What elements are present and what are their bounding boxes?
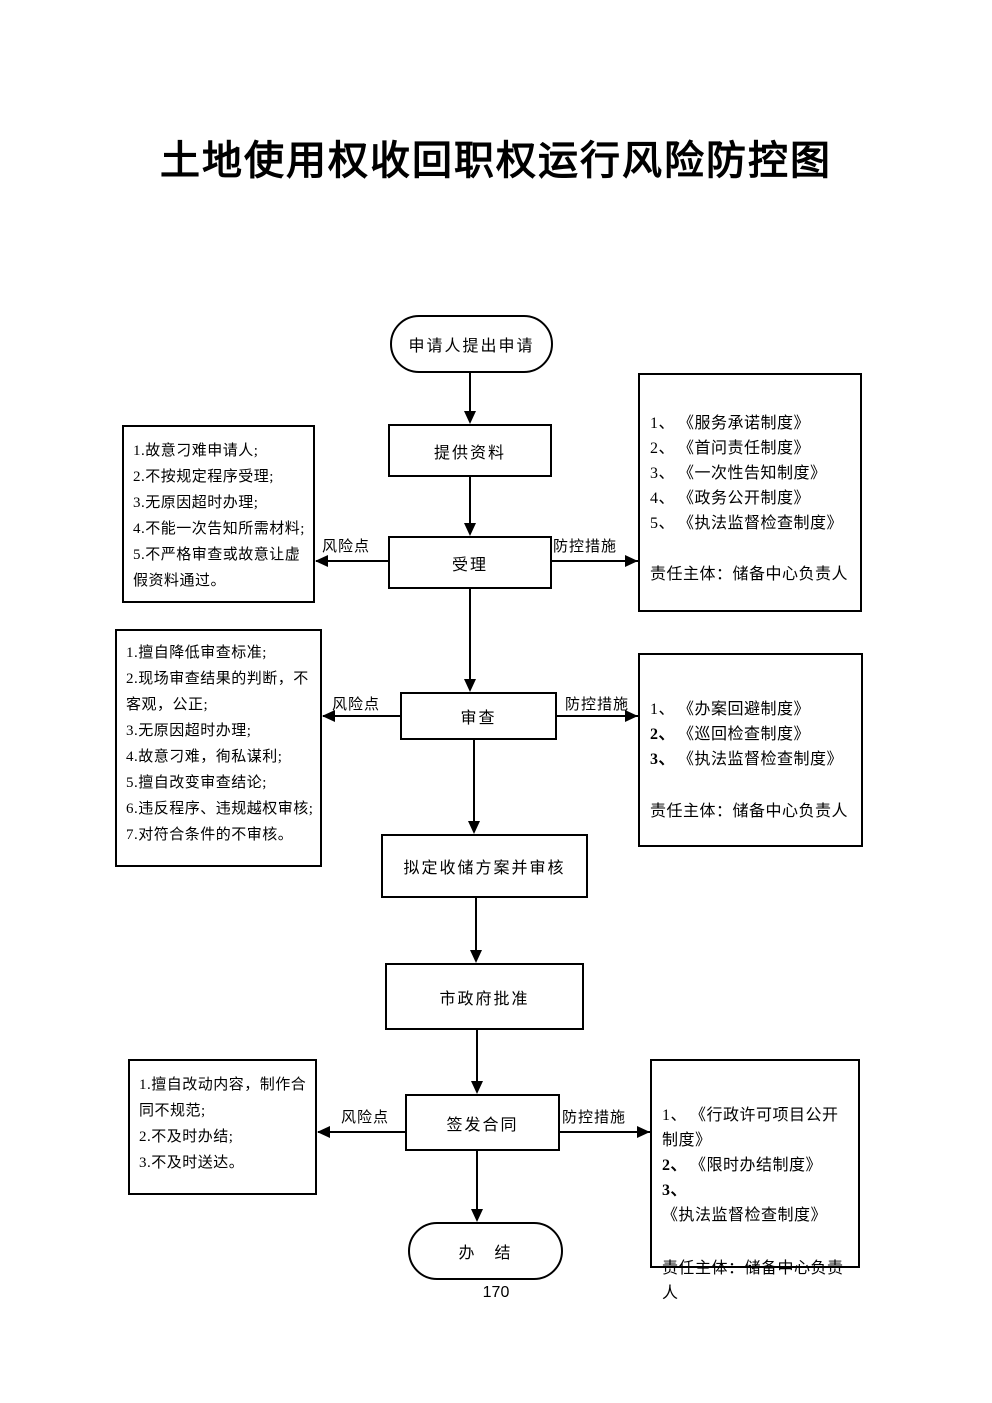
- risk-item: 4.不能一次告知所需材料;: [133, 521, 305, 537]
- arrow-start-to-provide: [469, 373, 471, 418]
- risk-item: 2.现场审查结果的判断，不客观，公正;: [126, 671, 309, 713]
- page-title: 土地使用权收回职权运行风险防控图: [160, 138, 832, 183]
- risk-item: 1.擅自改动内容，制作合同不规范;: [139, 1077, 307, 1119]
- control-item: 1、《办案回避制度》: [650, 701, 811, 718]
- arrow-review-to-plan: [473, 740, 475, 828]
- control-item: 2、《巡回检查制度》: [650, 726, 811, 743]
- control-item: 2、《首问责任制度》: [650, 440, 811, 457]
- arrow-sign-to-end: [476, 1151, 478, 1216]
- control-box-review: 1、《办案回避制度》 2、《巡回检查制度》 3、《执法监督检查制度》 责任主体：…: [638, 653, 863, 847]
- control-item: 1、《服务承诺制度》: [650, 415, 811, 432]
- flow-node-draft-storage-plan: 拟定收储方案并审核: [381, 834, 588, 898]
- flow-node-acceptance: 受理: [388, 536, 552, 589]
- arrow-plan-to-approve: [475, 898, 477, 957]
- arrow-review-to-control: [557, 715, 638, 717]
- control-item: 3、《执法监督检查制度》: [650, 751, 844, 768]
- arrowhead-left-icon: [322, 710, 335, 722]
- label-risk-point: 风险点: [341, 1110, 390, 1126]
- arrowhead-right-icon: [625, 710, 638, 722]
- risk-item: 4.故意刁难，徇私谋利;: [126, 749, 283, 765]
- arrowhead-down-icon: [471, 1081, 483, 1094]
- risk-item: 6.违反程序、违规越权审核;: [126, 801, 314, 817]
- risk-box-review: 1.擅自降低审查标准; 2.现场审查结果的判断，不客观，公正; 3.无原因超时办…: [115, 629, 322, 867]
- arrowhead-down-icon: [468, 821, 480, 834]
- arrow-accept-to-risk: [316, 560, 388, 562]
- arrow-approve-to-sign: [476, 1030, 478, 1088]
- risk-item: 2.不按规定程序受理;: [133, 469, 274, 485]
- risk-item: 1.故意刁难申请人;: [133, 443, 259, 459]
- responsible-party: 责任主体：储备中心负责人: [650, 803, 849, 820]
- flow-node-provide-materials: 提供资料: [388, 424, 552, 477]
- control-box-sign-contract: 1、《行政许可项目公开制度》 2、《限时办结制度》 3、《执法监督检查制度》 责…: [650, 1059, 860, 1302]
- risk-item: 3.无原因超时办理;: [133, 495, 259, 511]
- arrowhead-left-icon: [315, 555, 328, 567]
- label-control-measures: 防控措施: [565, 697, 630, 713]
- flow-node-sign-contract: 签发合同: [405, 1094, 560, 1151]
- arrow-provide-to-accept: [469, 477, 471, 530]
- risk-box-acceptance: 1.故意刁难申请人; 2.不按规定程序受理; 3.无原因超时办理; 4.不能一次…: [122, 425, 315, 603]
- control-item: 3、《一次性告知制度》: [650, 465, 827, 482]
- flow-node-start: 申请人提出申请: [390, 315, 553, 373]
- label-risk-point: 风险点: [322, 539, 371, 555]
- risk-item: 1.擅自降低审查标准;: [126, 645, 267, 661]
- arrow-sign-to-risk: [318, 1131, 405, 1133]
- arrowhead-left-icon: [317, 1126, 330, 1138]
- control-item: 5、《执法监督检查制度》: [650, 515, 844, 532]
- risk-item: 7.对符合条件的不审核。: [126, 827, 294, 843]
- arrowhead-down-icon: [471, 1209, 483, 1222]
- flow-node-government-approval: 市政府批准: [385, 963, 584, 1030]
- arrowhead-right-icon: [625, 555, 638, 567]
- arrowhead-down-icon: [464, 523, 476, 536]
- arrow-review-to-risk: [323, 715, 400, 717]
- label-risk-point: 风险点: [332, 697, 381, 713]
- label-control-measures: 防控措施: [562, 1110, 627, 1126]
- risk-box-sign-contract: 1.擅自改动内容，制作合同不规范; 2.不及时办结; 3.不及时送达。: [128, 1059, 317, 1195]
- risk-item: 3.无原因超时办理;: [126, 723, 252, 739]
- flow-node-review: 审查: [400, 692, 557, 740]
- arrowhead-right-icon: [637, 1126, 650, 1138]
- responsible-party: 责任主体：储备中心负责人: [650, 566, 849, 583]
- control-item: 3、《执法监督检查制度》: [662, 1182, 828, 1224]
- flow-node-end: 办 结: [408, 1222, 563, 1280]
- risk-item: 2.不及时办结;: [139, 1129, 234, 1145]
- risk-item: 5.擅自改变审查结论;: [126, 775, 267, 791]
- arrowhead-down-icon: [464, 679, 476, 692]
- control-item: 2、《限时办结制度》: [662, 1157, 823, 1174]
- arrow-accept-to-review: [469, 589, 471, 686]
- responsible-party: 责任主体：储备中心负责人: [662, 1260, 844, 1302]
- risk-item: 5.不严格审查或故意让虚假资料通过。: [133, 547, 301, 589]
- label-control-measures: 防控措施: [553, 539, 618, 555]
- arrowhead-down-icon: [470, 950, 482, 963]
- control-box-acceptance: 1、《服务承诺制度》 2、《首问责任制度》 3、《一次性告知制度》 4、《政务公…: [638, 373, 862, 612]
- arrow-accept-to-control: [552, 560, 638, 562]
- control-item: 1、《行政许可项目公开制度》: [662, 1107, 839, 1149]
- risk-item: 3.不及时送达。: [139, 1155, 245, 1171]
- arrowhead-down-icon: [464, 411, 476, 424]
- page-number: 170: [482, 1284, 510, 1301]
- control-item: 4、《政务公开制度》: [650, 490, 811, 507]
- arrow-sign-to-control: [560, 1131, 650, 1133]
